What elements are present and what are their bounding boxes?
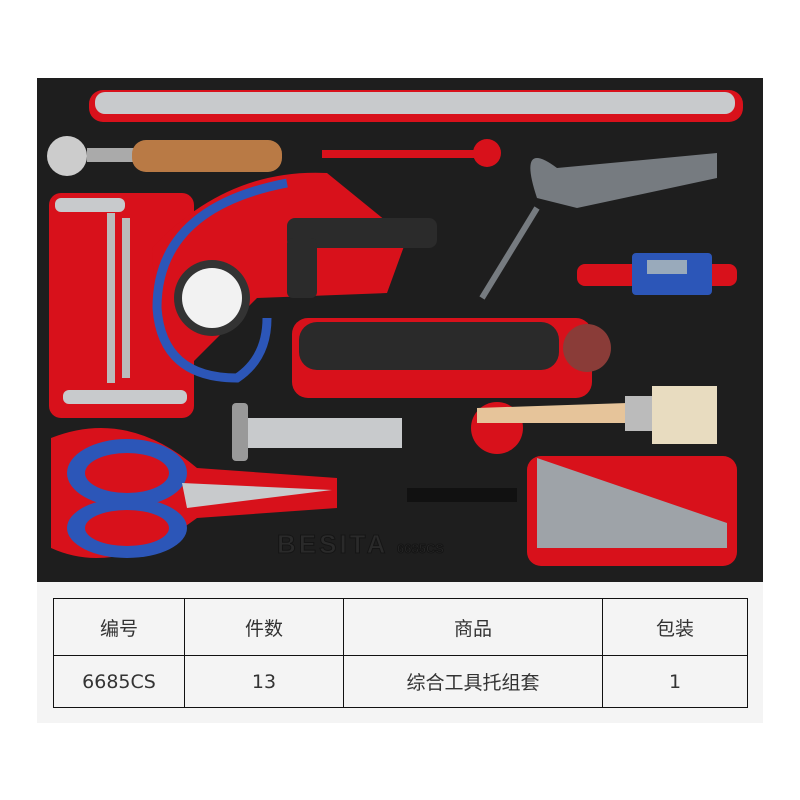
header-count: 件数	[184, 598, 344, 656]
tire-lever	[95, 92, 735, 114]
table-header-row: 编号 件数 商品 包装	[53, 598, 748, 656]
spec-table: 编号 件数 商品 包装 6685CS 13 综合工具托组套 1	[53, 598, 748, 708]
tray-logo: BESITA	[277, 529, 388, 559]
svg-text:6685CS: 6685CS	[397, 541, 444, 556]
cell-product: 综合工具托组套	[343, 655, 603, 708]
table-row: 6685CS 13 综合工具托组套 1	[53, 655, 748, 708]
header-package: 包装	[602, 598, 748, 656]
cell-package: 1	[602, 655, 748, 708]
product-photo: BESITA 6685CS	[37, 78, 763, 582]
cell-code: 6685CS	[53, 655, 185, 708]
header-code: 编号	[53, 598, 185, 656]
header-product: 商品	[343, 598, 603, 656]
cell-count: 13	[184, 655, 344, 708]
